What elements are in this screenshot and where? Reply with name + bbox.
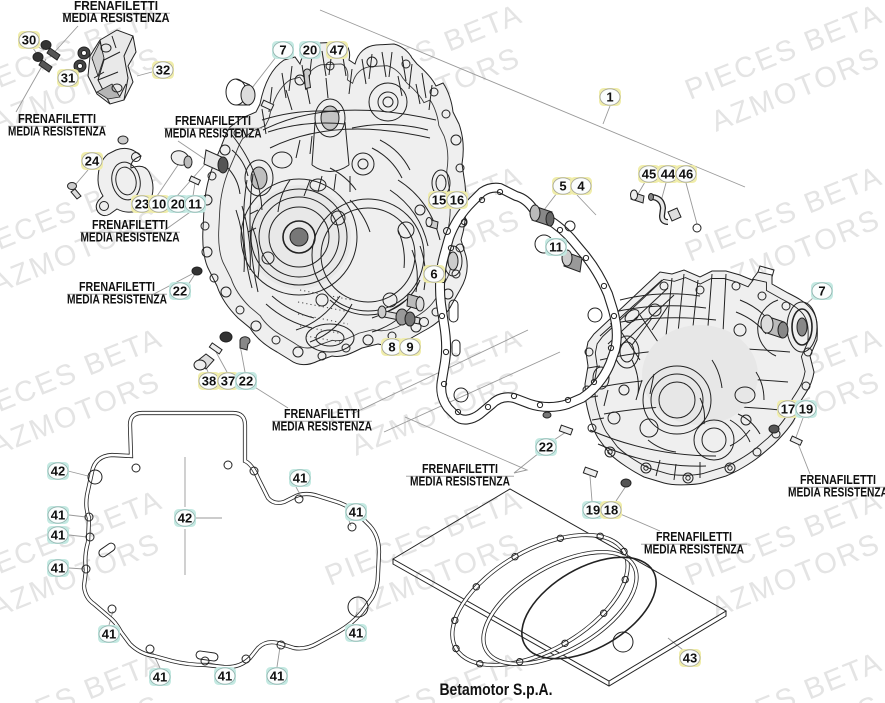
svg-text:FRENAFILETTI: FRENAFILETTI (18, 112, 96, 126)
svg-text:47: 47 (330, 42, 344, 57)
svg-text:31: 31 (61, 70, 75, 85)
svg-text:9: 9 (406, 339, 413, 354)
svg-text:18: 18 (604, 502, 618, 517)
svg-text:FRENAFILETTI: FRENAFILETTI (79, 280, 155, 294)
svg-text:19: 19 (799, 401, 813, 416)
svg-text:4: 4 (577, 178, 585, 193)
svg-text:37: 37 (221, 373, 235, 388)
svg-text:45: 45 (642, 166, 656, 181)
svg-text:41: 41 (293, 470, 307, 485)
svg-text:43: 43 (683, 650, 697, 665)
svg-text:11: 11 (188, 196, 202, 211)
svg-text:8: 8 (388, 339, 395, 354)
svg-text:FRENAFILETTI: FRENAFILETTI (656, 530, 732, 544)
svg-text:MEDIA RESISTENZA: MEDIA RESISTENZA (272, 420, 372, 434)
svg-text:MEDIA RESISTENZA: MEDIA RESISTENZA (81, 231, 180, 245)
svg-text:MEDIA RESISTENZA: MEDIA RESISTENZA (63, 11, 170, 25)
svg-text:FRENAFILETTI: FRENAFILETTI (74, 0, 158, 13)
svg-text:41: 41 (349, 625, 363, 640)
svg-text:22: 22 (539, 439, 553, 454)
svg-text:15: 15 (432, 192, 446, 207)
svg-text:46: 46 (679, 166, 693, 181)
svg-text:38: 38 (202, 373, 216, 388)
svg-text:11: 11 (549, 239, 563, 254)
svg-text:7: 7 (279, 42, 286, 57)
svg-text:41: 41 (51, 507, 65, 522)
svg-text:MEDIA RESISTENZA: MEDIA RESISTENZA (788, 486, 885, 500)
svg-text:MEDIA RESISTENZA: MEDIA RESISTENZA (67, 293, 167, 307)
svg-text:17: 17 (781, 401, 795, 416)
svg-text:7: 7 (818, 283, 825, 298)
svg-text:10: 10 (152, 196, 166, 211)
svg-text:44: 44 (661, 166, 676, 181)
svg-text:42: 42 (178, 510, 192, 525)
svg-text:41: 41 (51, 527, 65, 542)
svg-text:5: 5 (559, 178, 566, 193)
svg-text:20: 20 (171, 196, 185, 211)
svg-text:19: 19 (586, 502, 600, 517)
svg-text:41: 41 (153, 669, 167, 684)
svg-text:FRENAFILETTI: FRENAFILETTI (284, 407, 360, 421)
svg-text:41: 41 (102, 626, 116, 641)
svg-text:24: 24 (85, 153, 100, 168)
svg-text:MEDIA RESISTENZA: MEDIA RESISTENZA (644, 543, 744, 557)
svg-text:MEDIA RESISTENZA: MEDIA RESISTENZA (165, 127, 262, 141)
svg-text:30: 30 (22, 32, 36, 47)
svg-text:MEDIA RESISTENZA: MEDIA RESISTENZA (8, 125, 106, 139)
svg-text:32: 32 (156, 62, 170, 77)
svg-text:41: 41 (51, 560, 65, 575)
svg-text:22: 22 (239, 373, 253, 388)
svg-text:22: 22 (173, 283, 187, 298)
svg-text:42: 42 (51, 463, 65, 478)
svg-text:20: 20 (303, 42, 317, 57)
svg-text:Betamotor S.p.A.: Betamotor S.p.A. (440, 681, 553, 699)
svg-text:FRENAFILETTI: FRENAFILETTI (800, 473, 876, 487)
svg-text:FRENAFILETTI: FRENAFILETTI (175, 114, 251, 128)
svg-text:FRENAFILETTI: FRENAFILETTI (92, 218, 168, 232)
svg-text:1: 1 (606, 89, 613, 104)
svg-text:MEDIA RESISTENZA: MEDIA RESISTENZA (410, 475, 510, 489)
svg-text:41: 41 (349, 504, 363, 519)
svg-text:FRENAFILETTI: FRENAFILETTI (422, 462, 498, 476)
svg-text:23: 23 (135, 196, 149, 211)
svg-text:6: 6 (430, 266, 437, 281)
svg-text:16: 16 (450, 192, 464, 207)
svg-text:41: 41 (218, 668, 232, 683)
svg-text:41: 41 (270, 668, 284, 683)
